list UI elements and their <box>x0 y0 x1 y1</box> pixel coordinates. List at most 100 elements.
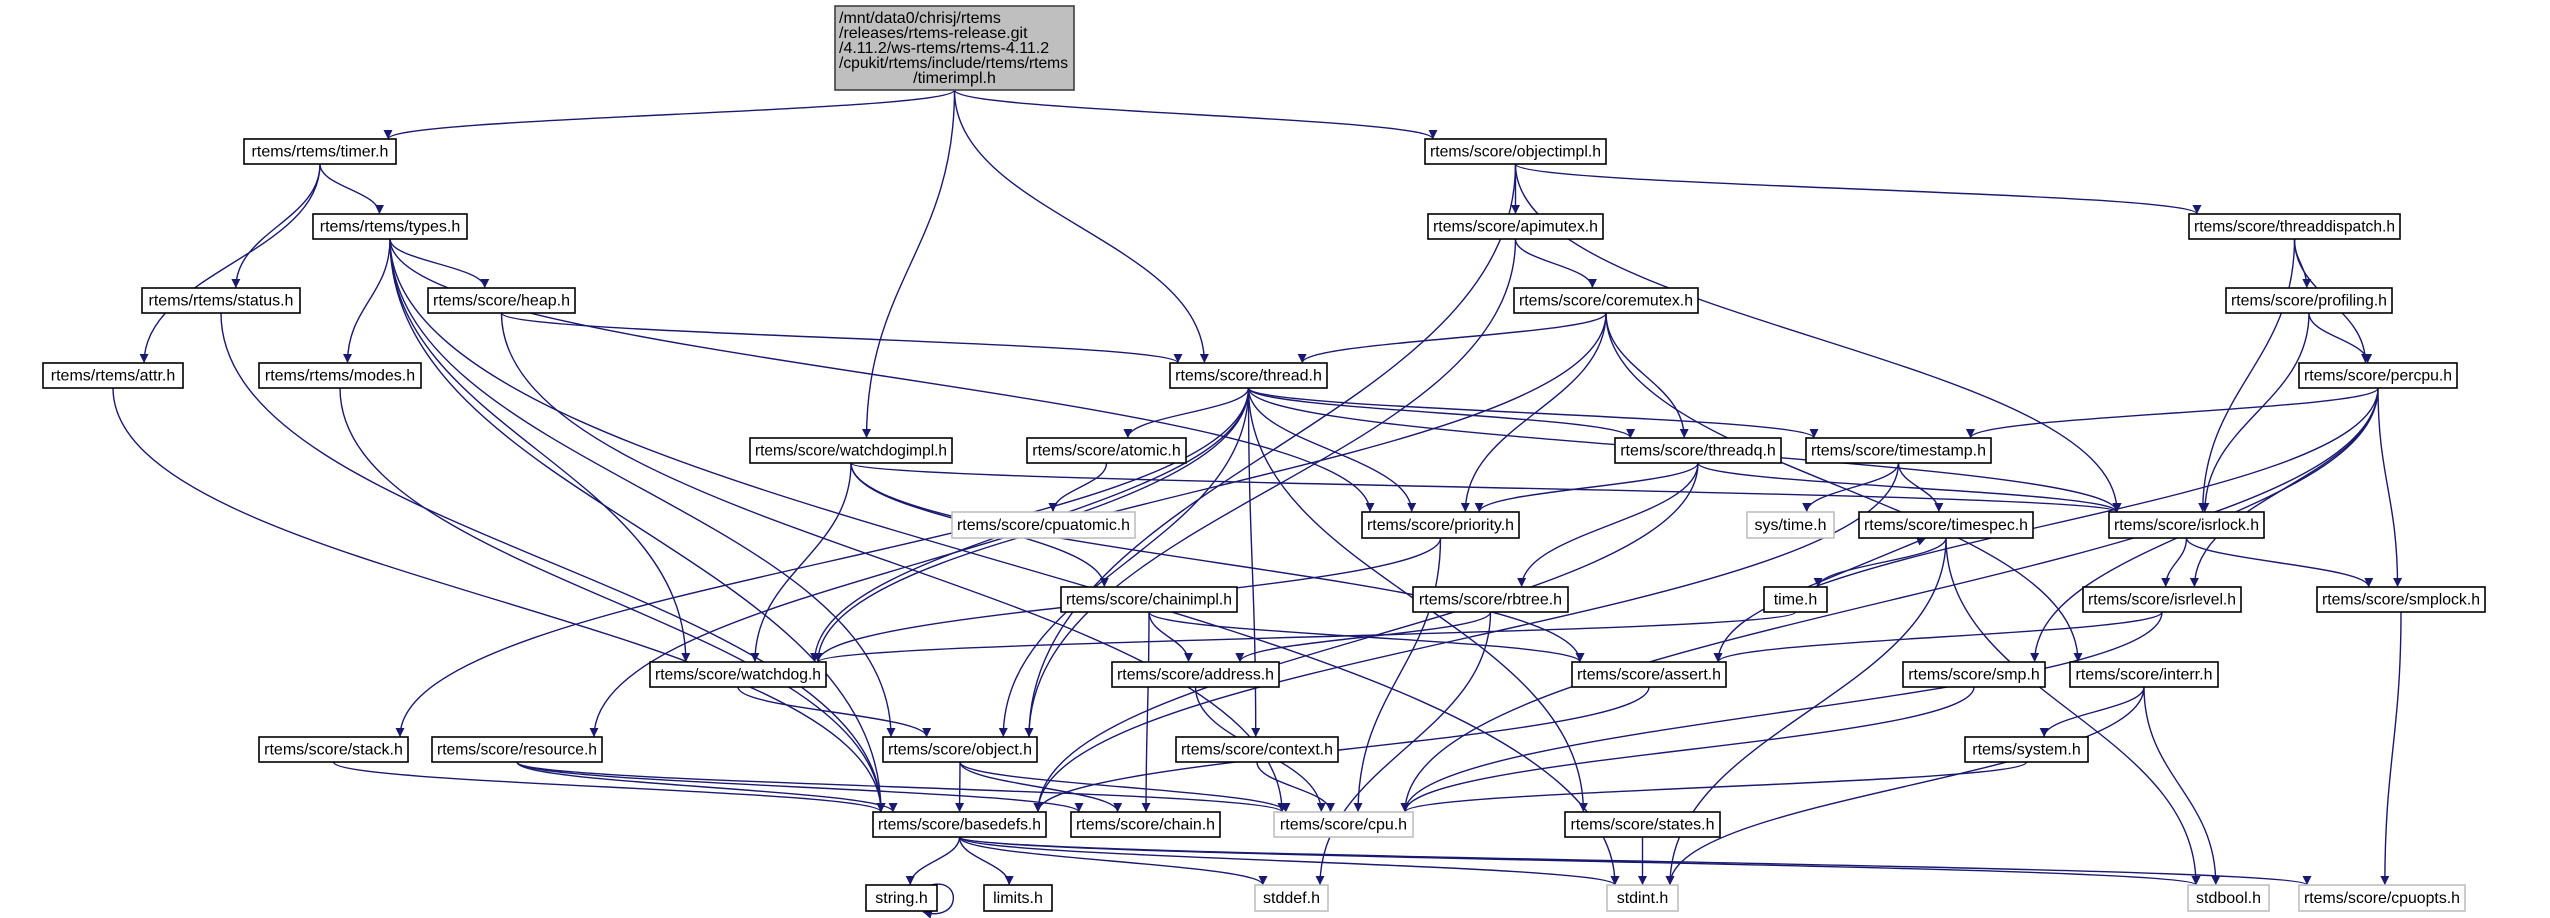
edge-threadq-to-rbtree <box>1517 462 1699 588</box>
node-apimutex[interactable]: rtems/score/apimutex.h <box>1427 213 1604 240</box>
node-watchdogimpl[interactable]: rtems/score/watchdogimpl.h <box>749 437 953 464</box>
node-assert[interactable]: rtems/score/assert.h <box>1571 661 1727 688</box>
node-box[interactable] <box>1060 586 1238 613</box>
edge-basedefs-to-stdint <box>958 836 1620 886</box>
node-chain[interactable]: rtems/score/chain.h <box>1070 811 1221 838</box>
node-box[interactable] <box>1424 138 1607 165</box>
node-box[interactable] <box>2316 586 2486 613</box>
node-box[interactable] <box>649 661 827 688</box>
node-interr[interactable]: rtems/score/interr.h <box>2069 661 2219 688</box>
node-box[interactable] <box>141 287 301 314</box>
edge-coremutex-to-thread <box>1297 312 1607 364</box>
node-attr[interactable]: rtems/rtems/attr.h <box>42 362 184 389</box>
node-stack[interactable]: rtems/score/stack.h <box>258 736 409 763</box>
node-threaddispatch[interactable]: rtems/score/threaddispatch.h <box>2188 213 2401 240</box>
edge-isrlock-to-isrlevel <box>2161 537 2188 588</box>
node-timespec[interactable]: rtems/score/timespec.h <box>1858 511 2034 539</box>
node-box[interactable] <box>431 736 603 763</box>
node-objectimpl[interactable]: rtems/score/objectimpl.h <box>1424 138 1607 165</box>
node-threadq[interactable]: rtems/score/threadq.h <box>1614 437 1782 464</box>
node-box[interactable] <box>2225 287 2393 314</box>
node-states[interactable]: rtems/score/states.h <box>1564 811 1721 838</box>
node-types[interactable]: rtems/rtems/types.h <box>312 213 468 240</box>
node-system[interactable]: rtems/system.h <box>1964 736 2089 763</box>
node-box[interactable] <box>2082 586 2242 613</box>
node-smplock[interactable]: rtems/score/smplock.h <box>2316 586 2486 613</box>
node-box[interactable] <box>872 811 1047 838</box>
node-resource[interactable]: rtems/score/resource.h <box>431 736 603 763</box>
edge-threadq-to-isrlock <box>1697 462 2122 513</box>
node-basedefs[interactable]: rtems/score/basedefs.h <box>872 811 1047 838</box>
node-modes[interactable]: rtems/rtems/modes.h <box>258 362 422 389</box>
node-atomic[interactable]: rtems/score/atomic.h <box>1026 437 1187 464</box>
node-box[interactable] <box>2188 213 2401 240</box>
edge-timestamp-to-timespec <box>1897 462 1944 513</box>
node-label: rtems/score/threadq.h <box>1620 443 1776 460</box>
node-label: rtems/score/assert.h <box>1577 667 1721 684</box>
node-box[interactable] <box>1169 362 1328 389</box>
node-context[interactable]: rtems/score/context.h <box>1175 736 1339 763</box>
node-smp[interactable]: rtems/score/smp.h <box>1902 661 2046 688</box>
node-box[interactable] <box>1571 661 1727 688</box>
node-box[interactable] <box>1614 437 1782 464</box>
node-object[interactable]: rtems/score/object.h <box>882 736 1038 763</box>
edge-isrlock-to-smplock <box>2185 537 2374 588</box>
node-label: rtems/score/address.h <box>1117 667 1274 684</box>
node-label: /timerimpl.h <box>913 70 996 87</box>
edge-profiling-to-isrlock <box>2200 312 2310 513</box>
node-isrlevel[interactable]: rtems/score/isrlevel.h <box>2082 586 2242 613</box>
edge-assert-to-basedefs <box>1033 686 1650 813</box>
node-label: rtems/score/apimutex.h <box>1433 219 1598 236</box>
node-rbtree[interactable]: rtems/score/rbtree.h <box>1412 586 1569 613</box>
node-profiling[interactable]: rtems/score/profiling.h <box>2225 287 2393 314</box>
node-box[interactable] <box>1902 661 2046 688</box>
node-coremutex[interactable]: rtems/score/coremutex.h <box>1513 287 1699 314</box>
node-string[interactable]: string.h <box>865 884 938 912</box>
node-box[interactable] <box>42 362 184 389</box>
node-box[interactable] <box>1070 811 1221 838</box>
node-box[interactable] <box>1858 511 2034 539</box>
node-priority[interactable]: rtems/score/priority.h <box>1361 511 1520 539</box>
node-box[interactable] <box>1564 811 1721 838</box>
node-time[interactable]: time.h <box>1763 586 1828 613</box>
node-box[interactable] <box>1111 661 1280 688</box>
node-box[interactable] <box>258 362 422 389</box>
node-box[interactable] <box>243 138 397 165</box>
node-box[interactable] <box>1964 736 2089 763</box>
node-box[interactable] <box>1763 586 1828 613</box>
node-thread[interactable]: rtems/score/thread.h <box>1169 362 1328 389</box>
node-timer[interactable]: rtems/rtems/timer.h <box>243 138 397 165</box>
node-status[interactable]: rtems/rtems/status.h <box>141 287 301 314</box>
node-box[interactable] <box>1026 437 1187 464</box>
node-percpu[interactable]: rtems/score/percpu.h <box>2298 362 2458 389</box>
node-heap[interactable]: rtems/score/heap.h <box>427 287 576 314</box>
node-box[interactable] <box>882 736 1038 763</box>
node-box[interactable] <box>258 736 409 763</box>
node-box[interactable] <box>1412 586 1569 613</box>
edge-string-to-string <box>922 883 955 918</box>
node-address[interactable]: rtems/score/address.h <box>1111 661 1280 688</box>
node-box[interactable] <box>312 213 468 240</box>
node-box[interactable] <box>1513 287 1699 314</box>
node-label: rtems/score/cpuatomic.h <box>957 517 1130 534</box>
node-box[interactable] <box>749 437 953 464</box>
node-box <box>1606 884 1679 912</box>
node-isrlock[interactable]: rtems/score/isrlock.h <box>2108 511 2265 539</box>
edge-atomic-to-cpuatomic <box>1048 462 1108 513</box>
node-box[interactable] <box>1175 736 1339 763</box>
node-box[interactable] <box>1805 437 1992 464</box>
node-box[interactable] <box>865 884 938 912</box>
node-box[interactable] <box>2298 362 2458 389</box>
node-chainimpl[interactable]: rtems/score/chainimpl.h <box>1060 586 1238 613</box>
node-box[interactable] <box>2069 661 2219 688</box>
node-box[interactable] <box>2108 511 2265 539</box>
edge-resource-to-chain <box>516 761 1084 813</box>
node-box[interactable] <box>1427 213 1604 240</box>
node-limits[interactable]: limits.h <box>983 884 1053 912</box>
node-box[interactable] <box>427 287 576 314</box>
node-timestamp[interactable]: rtems/score/timestamp.h <box>1805 437 1992 464</box>
node-label: rtems/score/chainimpl.h <box>1066 592 1232 609</box>
node-box[interactable] <box>1361 511 1520 539</box>
node-watchdog[interactable]: rtems/score/watchdog.h <box>649 661 827 688</box>
node-box[interactable] <box>983 884 1053 912</box>
